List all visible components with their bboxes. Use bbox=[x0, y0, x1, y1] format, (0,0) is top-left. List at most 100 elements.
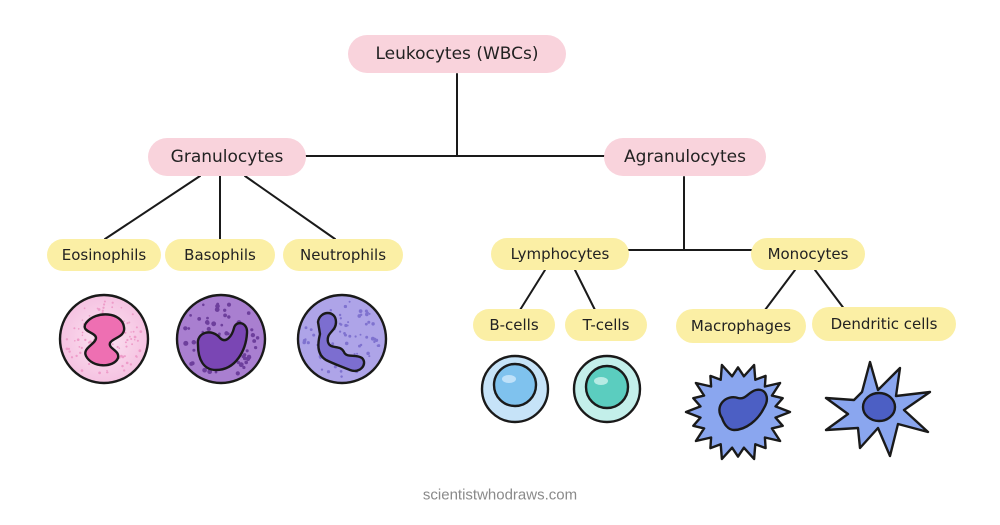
granule-dot bbox=[81, 334, 84, 336]
lymphocytes-label: Lymphocytes bbox=[511, 245, 610, 263]
granule-dot bbox=[348, 334, 352, 338]
granule-dot bbox=[125, 345, 128, 348]
granule-dot bbox=[306, 341, 310, 345]
granule-dot bbox=[87, 362, 91, 366]
basophils-node: Basophils bbox=[165, 239, 275, 271]
b-cell-illustration bbox=[480, 354, 550, 424]
granule-dot bbox=[359, 313, 363, 317]
granule-dot bbox=[368, 312, 371, 315]
granule-dot bbox=[84, 338, 87, 342]
granule-dot bbox=[241, 362, 244, 366]
granule-dot bbox=[123, 355, 126, 358]
eosinophil-cell-illustration bbox=[58, 293, 150, 385]
granule-dot bbox=[339, 370, 343, 373]
granule-dot bbox=[81, 331, 84, 334]
granule-dot bbox=[132, 330, 135, 333]
agranulocytes-node: Agranulocytes bbox=[604, 138, 766, 176]
granule-dot bbox=[253, 345, 258, 350]
granule-dot bbox=[128, 321, 131, 324]
granule-dot bbox=[124, 331, 127, 334]
granule-dot bbox=[139, 330, 143, 333]
granule-dot bbox=[133, 338, 136, 341]
granule-dot bbox=[74, 340, 76, 342]
neutrophils-label: Neutrophils bbox=[300, 246, 386, 264]
granule-dot bbox=[83, 307, 86, 310]
granule-dot bbox=[134, 336, 137, 338]
granule-dot bbox=[206, 326, 211, 332]
granule-dot bbox=[97, 308, 101, 311]
basophil-cell-illustration bbox=[175, 293, 267, 385]
macrophages-node: Macrophages bbox=[676, 309, 806, 343]
granule-dot bbox=[373, 340, 376, 344]
granule-dot bbox=[250, 332, 256, 338]
granule-dot bbox=[121, 364, 124, 368]
granule-dot bbox=[358, 344, 361, 348]
granule-dot bbox=[88, 315, 91, 317]
granule-dot bbox=[220, 323, 224, 327]
granule-dot bbox=[136, 356, 138, 358]
granule-dot bbox=[359, 333, 362, 336]
granule-dot bbox=[191, 340, 197, 345]
granule-dot bbox=[346, 324, 349, 327]
granule-dot bbox=[319, 357, 322, 360]
granule-dot bbox=[111, 343, 114, 345]
granule-dot bbox=[135, 326, 138, 329]
dendritic-cells-label: Dendritic cells bbox=[831, 315, 938, 333]
granule-dot bbox=[255, 336, 260, 340]
t-cell-illustration bbox=[572, 354, 642, 424]
dendritic-cells-node: Dendritic cells bbox=[812, 307, 956, 341]
granule-dot bbox=[102, 306, 105, 309]
granule-dot bbox=[366, 311, 369, 315]
granule-dot bbox=[65, 347, 69, 351]
granule-dot bbox=[302, 338, 307, 343]
connector-lines bbox=[104, 73, 846, 311]
granule-dot bbox=[371, 322, 375, 326]
granule-dot bbox=[126, 322, 129, 325]
granule-dot bbox=[119, 354, 123, 358]
granule-dot bbox=[339, 317, 342, 320]
granule-dot bbox=[129, 363, 133, 366]
granule-dot bbox=[326, 370, 331, 374]
granule-dot bbox=[87, 341, 91, 344]
granule-dot bbox=[77, 328, 80, 330]
granule-dot bbox=[129, 335, 131, 338]
granule-dot bbox=[244, 360, 249, 365]
granule-dot bbox=[80, 369, 84, 372]
granule-dot bbox=[189, 361, 194, 366]
granule-dot bbox=[223, 313, 227, 318]
granule-dot bbox=[344, 333, 347, 337]
granule-dot bbox=[80, 346, 83, 350]
granule-dot bbox=[236, 360, 240, 365]
granule-dot bbox=[367, 320, 371, 324]
granule-dot bbox=[183, 340, 189, 346]
granule-dot bbox=[358, 309, 363, 313]
granule-dot bbox=[226, 302, 232, 307]
macrophage-illustration bbox=[684, 363, 792, 461]
granule-dot bbox=[377, 344, 381, 348]
t-cells-node: T-cells bbox=[565, 309, 647, 341]
granule-dot bbox=[192, 348, 196, 352]
granule-dot bbox=[202, 367, 207, 373]
granule-dot bbox=[340, 375, 343, 378]
macrophages-label: Macrophages bbox=[691, 317, 791, 335]
granule-dot bbox=[312, 333, 316, 337]
root-node: Leukocytes (WBCs) bbox=[348, 35, 566, 73]
granule-dot bbox=[211, 321, 217, 327]
granule-dot bbox=[187, 327, 191, 330]
granule-dot bbox=[75, 354, 78, 358]
b-cells-label: B-cells bbox=[489, 316, 539, 334]
granule-dot bbox=[202, 303, 205, 307]
granule-dot bbox=[124, 341, 127, 344]
granule-dot bbox=[70, 356, 74, 359]
granulocytes-label: Granulocytes bbox=[171, 147, 284, 167]
granule-dot bbox=[242, 365, 246, 370]
granule-dot bbox=[347, 321, 350, 324]
granule-dot bbox=[333, 365, 337, 369]
granule-dot bbox=[224, 331, 229, 336]
granule-dot bbox=[344, 341, 349, 346]
granule-dot bbox=[65, 338, 69, 341]
granule-dot bbox=[331, 342, 335, 346]
granule-dot bbox=[79, 351, 82, 355]
granule-dot bbox=[78, 345, 81, 348]
granule-dot bbox=[364, 322, 368, 326]
